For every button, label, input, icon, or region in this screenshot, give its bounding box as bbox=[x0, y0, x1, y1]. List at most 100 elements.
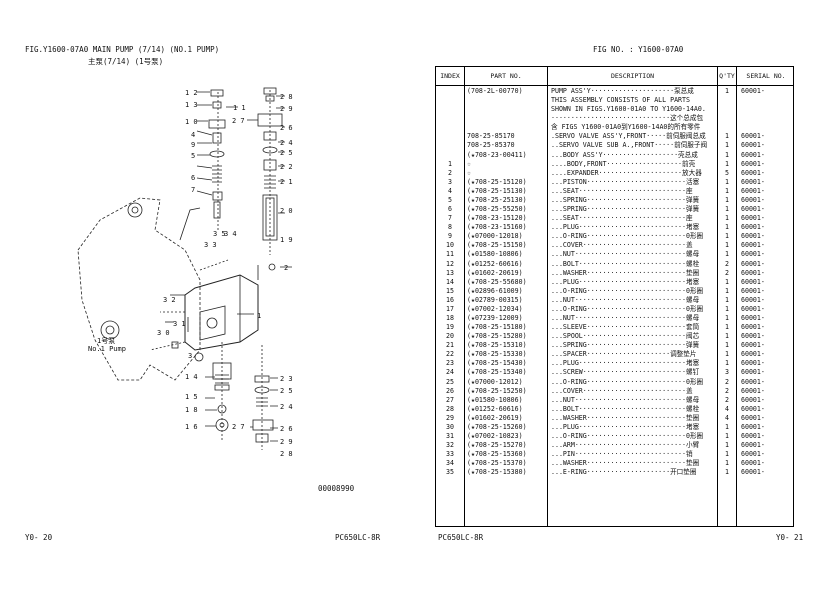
row-description: ...PLUG···························堵塞 bbox=[551, 359, 700, 368]
callout-18: 1 8 bbox=[185, 406, 198, 414]
row-serial-no: 60001- bbox=[741, 259, 765, 268]
row-description: ...SCREW··························螺钉 bbox=[551, 368, 700, 377]
header-description: DESCRIPTION bbox=[610, 72, 655, 80]
table-row: 6(★708-25-55250)...SPRING···············… bbox=[436, 205, 793, 214]
row-qty: 1 bbox=[725, 286, 729, 295]
table-row: 15 (★02896-61009) ...O-RING···············… bbox=[436, 287, 793, 296]
row-serial-no: 60001- bbox=[741, 368, 765, 377]
callout-4: 4 bbox=[191, 131, 195, 139]
row-part-no: (★708-25-15280) bbox=[467, 332, 527, 341]
row-description: ...E-RING·····················开口垫圈 bbox=[551, 468, 697, 477]
callout-19: 1 9 bbox=[280, 236, 293, 244]
callout-26b: 2 6 bbox=[280, 425, 293, 433]
row-description: ...BOLT···························螺栓 bbox=[551, 404, 700, 413]
callout-23: 2 3 bbox=[280, 375, 293, 383]
row-description: ...NUT····························螺母 bbox=[551, 395, 700, 404]
row-description: ...O-RING·························0形圈 bbox=[551, 286, 704, 295]
row-description: ...BODY ASS'Y···················壳总成 bbox=[551, 150, 698, 159]
row-description: ....BODY,FRONT···················前壳 bbox=[551, 159, 696, 168]
row-serial-no: 60001- bbox=[741, 277, 765, 286]
row-part-no: (★708-25-15370) bbox=[467, 459, 527, 468]
row-description: ...NUT····························螺母 bbox=[551, 314, 700, 322]
row-qty: 2 bbox=[725, 377, 729, 386]
row-part-no: (★708-25-15260) bbox=[467, 422, 527, 431]
right-page-number: Y0- 21 bbox=[776, 533, 804, 542]
callout-13: 1 3 bbox=[185, 101, 198, 109]
row-index: 15 bbox=[446, 286, 454, 295]
table-row: 28(★01252-60616)...BOLT·················… bbox=[436, 405, 793, 414]
table-row: 34(★708-25-15370)...WASHER··············… bbox=[436, 459, 793, 468]
row-qty: 1 bbox=[725, 141, 729, 150]
row-serial-no: 60001- bbox=[741, 195, 765, 204]
row-qty: 1 bbox=[725, 341, 729, 350]
table-row: 31(★07002-10823)...O-RING···············… bbox=[436, 432, 793, 441]
table-row: 21(★708-25-15310)...SPRING··············… bbox=[436, 341, 793, 350]
row-qty: 1 bbox=[725, 432, 729, 441]
table-row: 19(★708-25-15180)...SLEEVE··············… bbox=[436, 323, 793, 332]
pump-label-cn: 1号泵 bbox=[97, 337, 116, 345]
header-index: INDEX bbox=[440, 72, 460, 80]
row-part-no: (★01252-60616) bbox=[467, 259, 523, 268]
row-part-no: (★01602-20619) bbox=[467, 268, 523, 277]
figure-title: FIG.Y1600-07A0 MAIN PUMP (7/14) (NO.1 PU… bbox=[25, 45, 220, 54]
header-part-no: PART NO. bbox=[490, 72, 522, 80]
row-description: 含 FIGS Y1600-01A0到Y1600-14A0的所有零件 bbox=[551, 123, 701, 132]
row-description: ...SPRING·························弹簧 bbox=[551, 341, 700, 350]
row-index: 16 bbox=[446, 295, 454, 304]
row-part-no: (★708-25-15270) bbox=[467, 441, 527, 450]
row-qty: 1 bbox=[725, 177, 729, 186]
row-qty: 1 bbox=[725, 232, 729, 241]
callout-24: 2 4 bbox=[280, 139, 293, 147]
exploded-parts-drawing: 1 2 1 3 1 0 4 9 5 6 7 8 1 1 2 7 2 8 2 9 … bbox=[77, 87, 293, 458]
row-qty: 1 bbox=[725, 241, 729, 250]
row-description: PUMP ASS'Y·····················泵总成 bbox=[551, 87, 694, 95]
row-serial-no: 60001- bbox=[741, 468, 765, 477]
row-index: 28 bbox=[446, 404, 454, 413]
row-qty: 2 bbox=[725, 268, 729, 277]
row-index: 3 bbox=[448, 177, 452, 186]
row-part-no: (★708-25-15120) bbox=[467, 177, 527, 186]
table-row: 14(★708-25-55680)...PLUG················… bbox=[436, 278, 793, 287]
row-serial-no: 60001- bbox=[741, 214, 765, 223]
row-part-no: (★708-25-15380) bbox=[467, 468, 527, 477]
table-row: 25(★07000-12012)...O-RING···············… bbox=[436, 378, 793, 387]
callout-28b: 2 8 bbox=[280, 450, 293, 458]
row-serial-no: 60001- bbox=[741, 241, 765, 250]
table-row: 24(★708-25-15340)...SCREW···············… bbox=[436, 368, 793, 377]
pump-label-en: No.1 Pump bbox=[88, 345, 126, 353]
row-index: 4 bbox=[448, 186, 452, 195]
row-description: ...COVER··························盖 bbox=[551, 386, 693, 395]
row-qty: 1 bbox=[725, 186, 729, 195]
callout-6: 6 bbox=[191, 174, 195, 182]
callout-14: 1 4 bbox=[185, 373, 198, 381]
table-row: 5(★708-25-25130)...SPRING···············… bbox=[436, 196, 793, 205]
row-part-no: ☆ bbox=[467, 159, 471, 168]
row-serial-no: 60001- bbox=[741, 177, 765, 186]
row-qty: 1 bbox=[725, 459, 729, 468]
row-index: 18 bbox=[446, 314, 454, 322]
row-serial-no: 60001- bbox=[741, 150, 765, 159]
row-description: ...PIN····························销 bbox=[551, 450, 693, 459]
row-qty: 1 bbox=[725, 359, 729, 368]
callout-2: 2 bbox=[284, 264, 288, 272]
row-description: ...PLUG···························堵塞 bbox=[551, 422, 700, 431]
row-part-no: (★07000-12018) bbox=[467, 232, 523, 241]
row-index: 19 bbox=[446, 323, 454, 332]
row-description: ...NUT····························螺母 bbox=[551, 295, 700, 304]
row-qty: 1 bbox=[725, 314, 729, 322]
row-serial-no: 60001- bbox=[741, 459, 765, 468]
row-index: 1 bbox=[448, 159, 452, 168]
row-index: 6 bbox=[448, 205, 452, 214]
row-part-no: ☆ bbox=[467, 168, 471, 177]
row-part-no: (★708-25-25130) bbox=[467, 195, 527, 204]
row-serial-no: 60001- bbox=[741, 323, 765, 332]
row-part-no: (★02896-61009) bbox=[467, 286, 523, 295]
row-part-no: (★07239-12009) bbox=[467, 314, 523, 322]
table-row: ······························这个总成包 bbox=[436, 114, 793, 123]
row-qty: 1 bbox=[725, 214, 729, 223]
row-serial-no: 60001- bbox=[741, 304, 765, 313]
row-index: 17 bbox=[446, 304, 454, 313]
row-serial-no: 60001- bbox=[741, 168, 765, 177]
table-row: (★708-23-00411)...BODY ASS'Y············… bbox=[436, 151, 793, 160]
